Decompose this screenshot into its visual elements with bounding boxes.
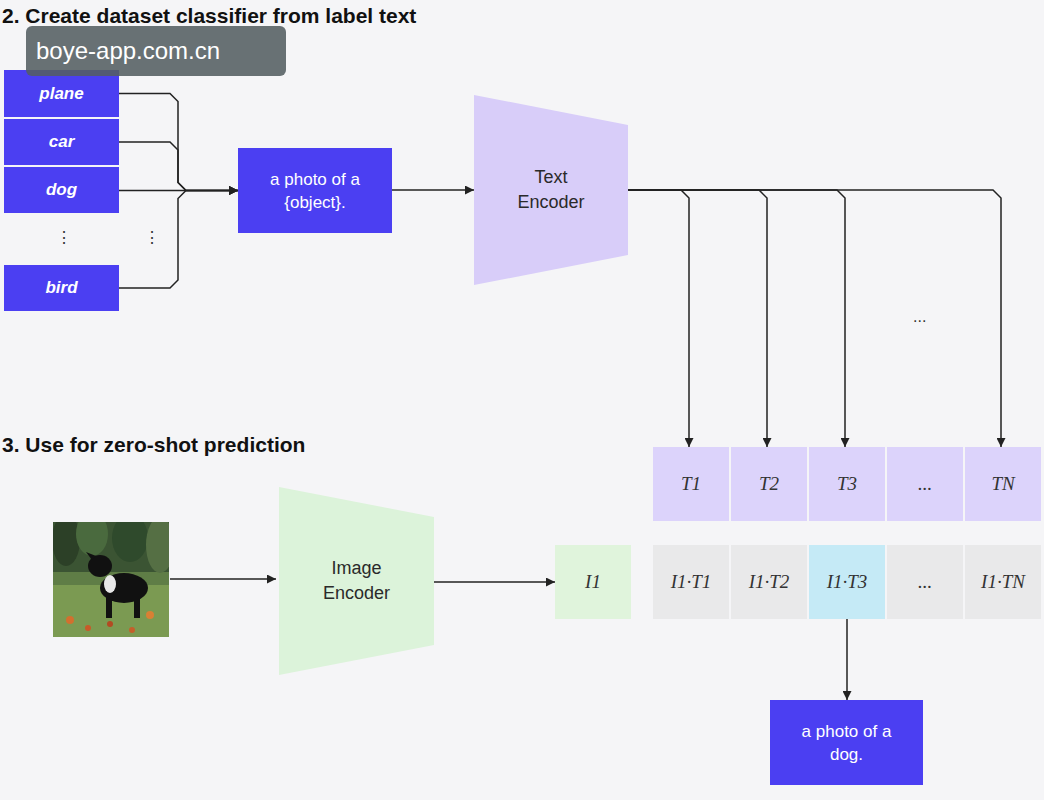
- similarity-cell: I1·T3: [809, 545, 885, 619]
- dog-photo: [53, 522, 169, 637]
- ellipsis: ...: [913, 308, 926, 326]
- flow-arrow: [119, 191, 238, 289]
- text-embedding: T2: [731, 447, 807, 521]
- text-embedding: T1: [653, 447, 729, 521]
- text-embedding: TN: [965, 447, 1041, 521]
- trapezoid-fill: [474, 95, 628, 285]
- flow-arrow: [628, 190, 1001, 447]
- image-encoder: Image Encoder: [279, 487, 434, 675]
- trapezoid-fill: [279, 487, 434, 675]
- node-text: ...: [918, 571, 932, 593]
- flow-arrow: [628, 190, 689, 447]
- flow-arrow: [119, 94, 238, 191]
- prediction-box: a photo of a dog.: [770, 700, 923, 785]
- node-text: dog: [46, 180, 77, 200]
- node-text: Image Encoder: [317, 556, 397, 606]
- node-text: I1·T3: [827, 571, 868, 593]
- trapezoid-shape: [279, 487, 434, 675]
- image-embedding: I1: [555, 545, 631, 619]
- watermark: boye-app.com.cn: [26, 26, 286, 76]
- flow-arrow: [628, 190, 845, 447]
- flow-arrow: [628, 190, 767, 447]
- label-box: dog: [4, 167, 119, 213]
- node-text: I1·T2: [749, 571, 790, 593]
- node-text: T1: [681, 473, 701, 495]
- node-text: Text Encoder: [511, 165, 591, 215]
- text-embedding: ...: [887, 447, 963, 521]
- trapezoid-shape: [474, 95, 628, 285]
- text-encoder: Text Encoder: [474, 95, 628, 285]
- section-heading: 3. Use for zero-shot prediction: [2, 431, 305, 459]
- label-box: car: [4, 119, 119, 165]
- prompt-box: a photo of a {object}.: [238, 148, 392, 233]
- ellipsis: ⋮: [144, 228, 160, 247]
- flow-arrow: [119, 142, 238, 191]
- node-text: I1·T1: [671, 571, 712, 593]
- similarity-cell: ...: [887, 545, 963, 619]
- similarity-cell: I1·T2: [731, 545, 807, 619]
- node-text: bird: [45, 278, 77, 298]
- node-text: a photo of a dog.: [801, 720, 893, 766]
- flow-arrow: [846, 619, 848, 700]
- flow-arrow: [392, 189, 474, 191]
- node-text: plane: [39, 84, 83, 104]
- node-text: T3: [837, 473, 857, 495]
- node-text: ...: [918, 473, 932, 495]
- label-box: plane: [4, 70, 119, 117]
- node-text: TN: [991, 473, 1014, 495]
- node-text: I1·TN: [981, 571, 1025, 593]
- flow-arrow: [434, 581, 555, 583]
- node-text: T2: [759, 473, 779, 495]
- text-embedding: T3: [809, 447, 885, 521]
- label-box: bird: [4, 265, 119, 311]
- ellipsis: ⋮: [56, 228, 72, 247]
- node-text: a photo of a {object}.: [269, 168, 361, 214]
- flow-arrow: [119, 190, 238, 192]
- input-arrow: [170, 578, 276, 580]
- node-text: car: [49, 132, 75, 152]
- similarity-cell: I1·TN: [965, 545, 1041, 619]
- similarity-cell: I1·T1: [653, 545, 729, 619]
- node-text: I1: [585, 571, 601, 593]
